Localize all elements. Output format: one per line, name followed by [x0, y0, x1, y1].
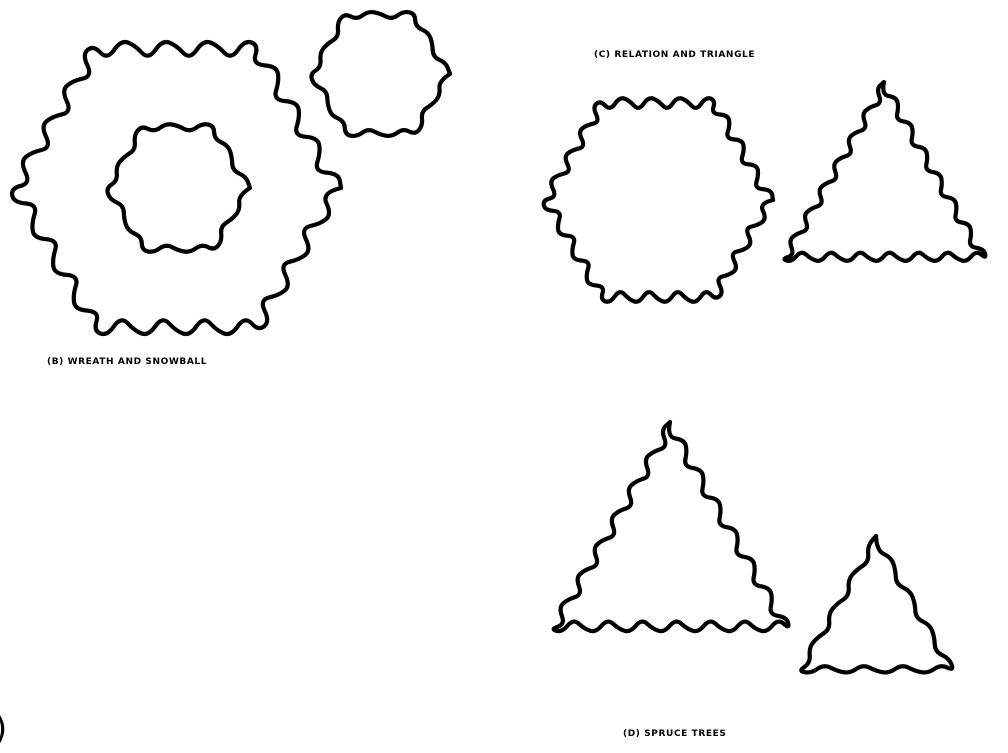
snowball-shape — [311, 12, 450, 136]
caption-relation-triangle: (c) RELATION and TRIANGLE — [594, 50, 755, 60]
spruce-tree-small-shape — [801, 536, 952, 672]
wreath-outer-shape — [12, 42, 341, 334]
caption-wreath-snowball: (b) WREATH and SNOWBALL — [47, 357, 207, 367]
triangle-shape — [785, 82, 986, 261]
spruce-tree-large-shape — [554, 422, 789, 631]
caption-spruce-trees: (d) SPRUCE TREES — [623, 729, 726, 739]
edge-parenthesis-glyph: ) — [0, 712, 7, 746]
relation-shape — [544, 98, 773, 302]
wreath-inner-shape — [107, 124, 250, 251]
